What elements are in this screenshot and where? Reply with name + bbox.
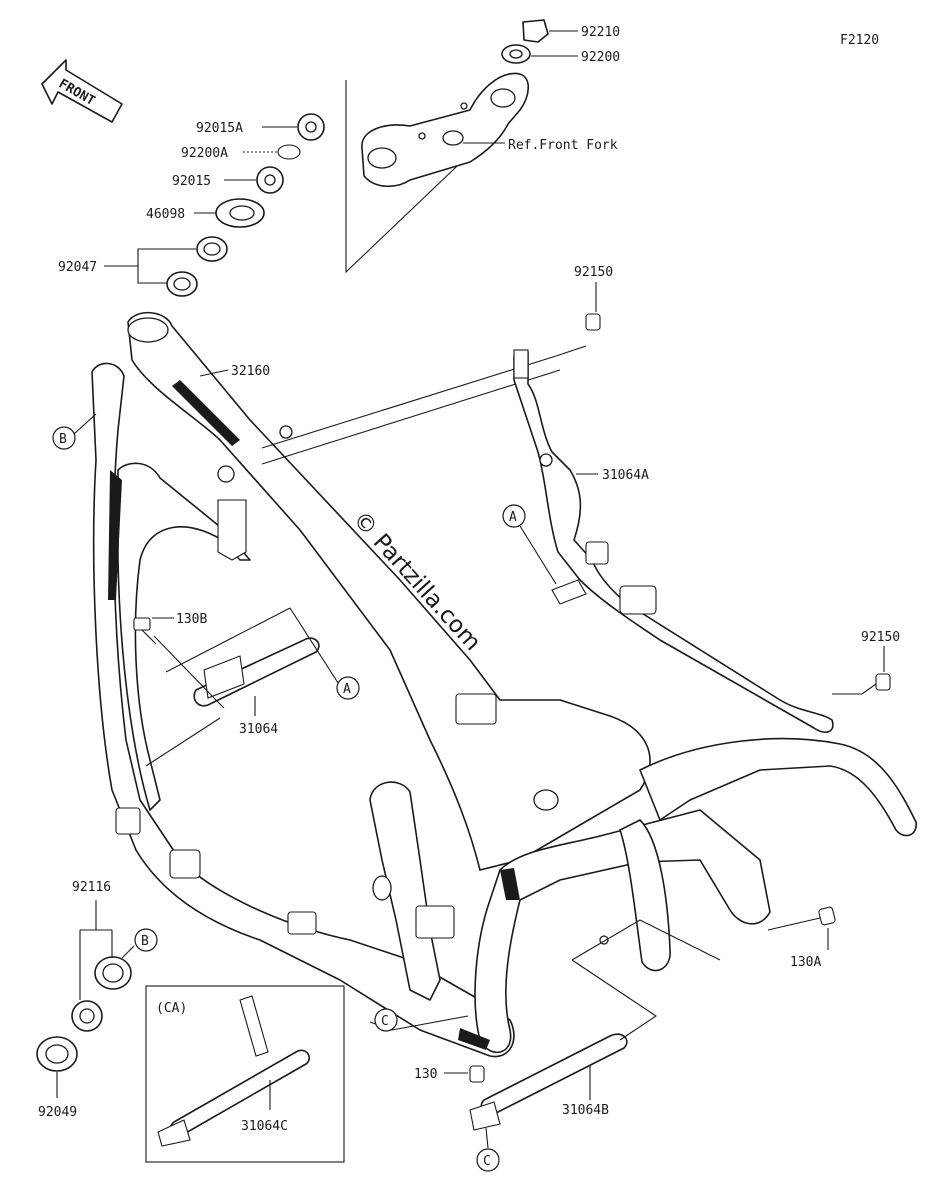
crossmember-31064	[145, 607, 341, 767]
frame-rear-section	[474, 809, 771, 1054]
label-92150-right: 92150	[861, 630, 900, 645]
front-arrow-icon: FRONT	[41, 59, 123, 123]
svg-text:B: B	[141, 934, 149, 949]
label-32160: 32160	[231, 364, 270, 379]
label-130B: 130B	[176, 612, 207, 627]
callout-b-race: B	[121, 928, 158, 959]
lower-bearing-group	[36, 900, 132, 1098]
label-92047: 92047	[58, 260, 97, 275]
label-46098: 46098	[146, 207, 185, 222]
label-31064A: 31064A	[602, 468, 649, 483]
washer-92200A	[277, 144, 301, 160]
ca-inset-label: (CA)	[156, 1001, 187, 1016]
svg-text:A: A	[509, 510, 517, 525]
steering-stem-group	[104, 19, 578, 297]
svg-text:C: C	[381, 1014, 389, 1029]
label-31064B: 31064B	[562, 1103, 609, 1118]
label-92200: 92200	[581, 50, 620, 65]
rail-31064A	[513, 349, 834, 733]
label-92015A: 92015A	[196, 121, 243, 136]
label-130: 130	[414, 1067, 437, 1082]
callout-b-frame: B	[52, 413, 97, 450]
callout-a-rail: A	[502, 504, 557, 585]
bolt-130B	[133, 617, 174, 645]
frame-rear-upright	[619, 819, 671, 972]
rail-31064A-body	[513, 351, 834, 733]
leader-32160	[199, 369, 229, 377]
bolt-92150-top	[585, 282, 601, 331]
triple-clamp	[361, 72, 530, 188]
svg-text:A: A	[343, 682, 351, 697]
callout-c-bottom: C	[476, 1127, 500, 1172]
label-92200A: 92200A	[181, 146, 228, 161]
callout-c-frame: C	[374, 1008, 398, 1032]
label-92049: 92049	[38, 1105, 77, 1120]
frame-backbone	[127, 311, 651, 871]
label-92210: 92210	[581, 25, 620, 40]
figure-code: F2120	[840, 33, 879, 48]
bolt-130A	[767, 906, 836, 950]
label-ref-front-fork: Ref.Front Fork	[508, 138, 618, 153]
svg-text:C: C	[483, 1154, 491, 1169]
label-92150-top: 92150	[574, 265, 613, 280]
nut-92210	[522, 19, 549, 43]
label-31064: 31064	[239, 722, 278, 737]
bolt-130	[444, 1065, 485, 1083]
frame-bracket	[169, 849, 201, 879]
frame-rear-rail	[639, 737, 917, 837]
crossmember-31064B	[469, 919, 721, 1131]
frame-32160	[91, 311, 917, 1058]
ca-inset: (CA)	[145, 985, 345, 1163]
label-92116: 92116	[72, 880, 111, 895]
label-130A: 130A	[790, 955, 821, 970]
label-31064C: 31064C	[241, 1119, 288, 1134]
bolt-92150-right	[832, 646, 891, 695]
stem-bracket-line	[345, 80, 498, 274]
frame-seat-post	[369, 781, 441, 1001]
label-92015: 92015	[172, 174, 211, 189]
svg-text:B: B	[59, 432, 67, 447]
callout-a-crossmember: A	[336, 676, 360, 700]
